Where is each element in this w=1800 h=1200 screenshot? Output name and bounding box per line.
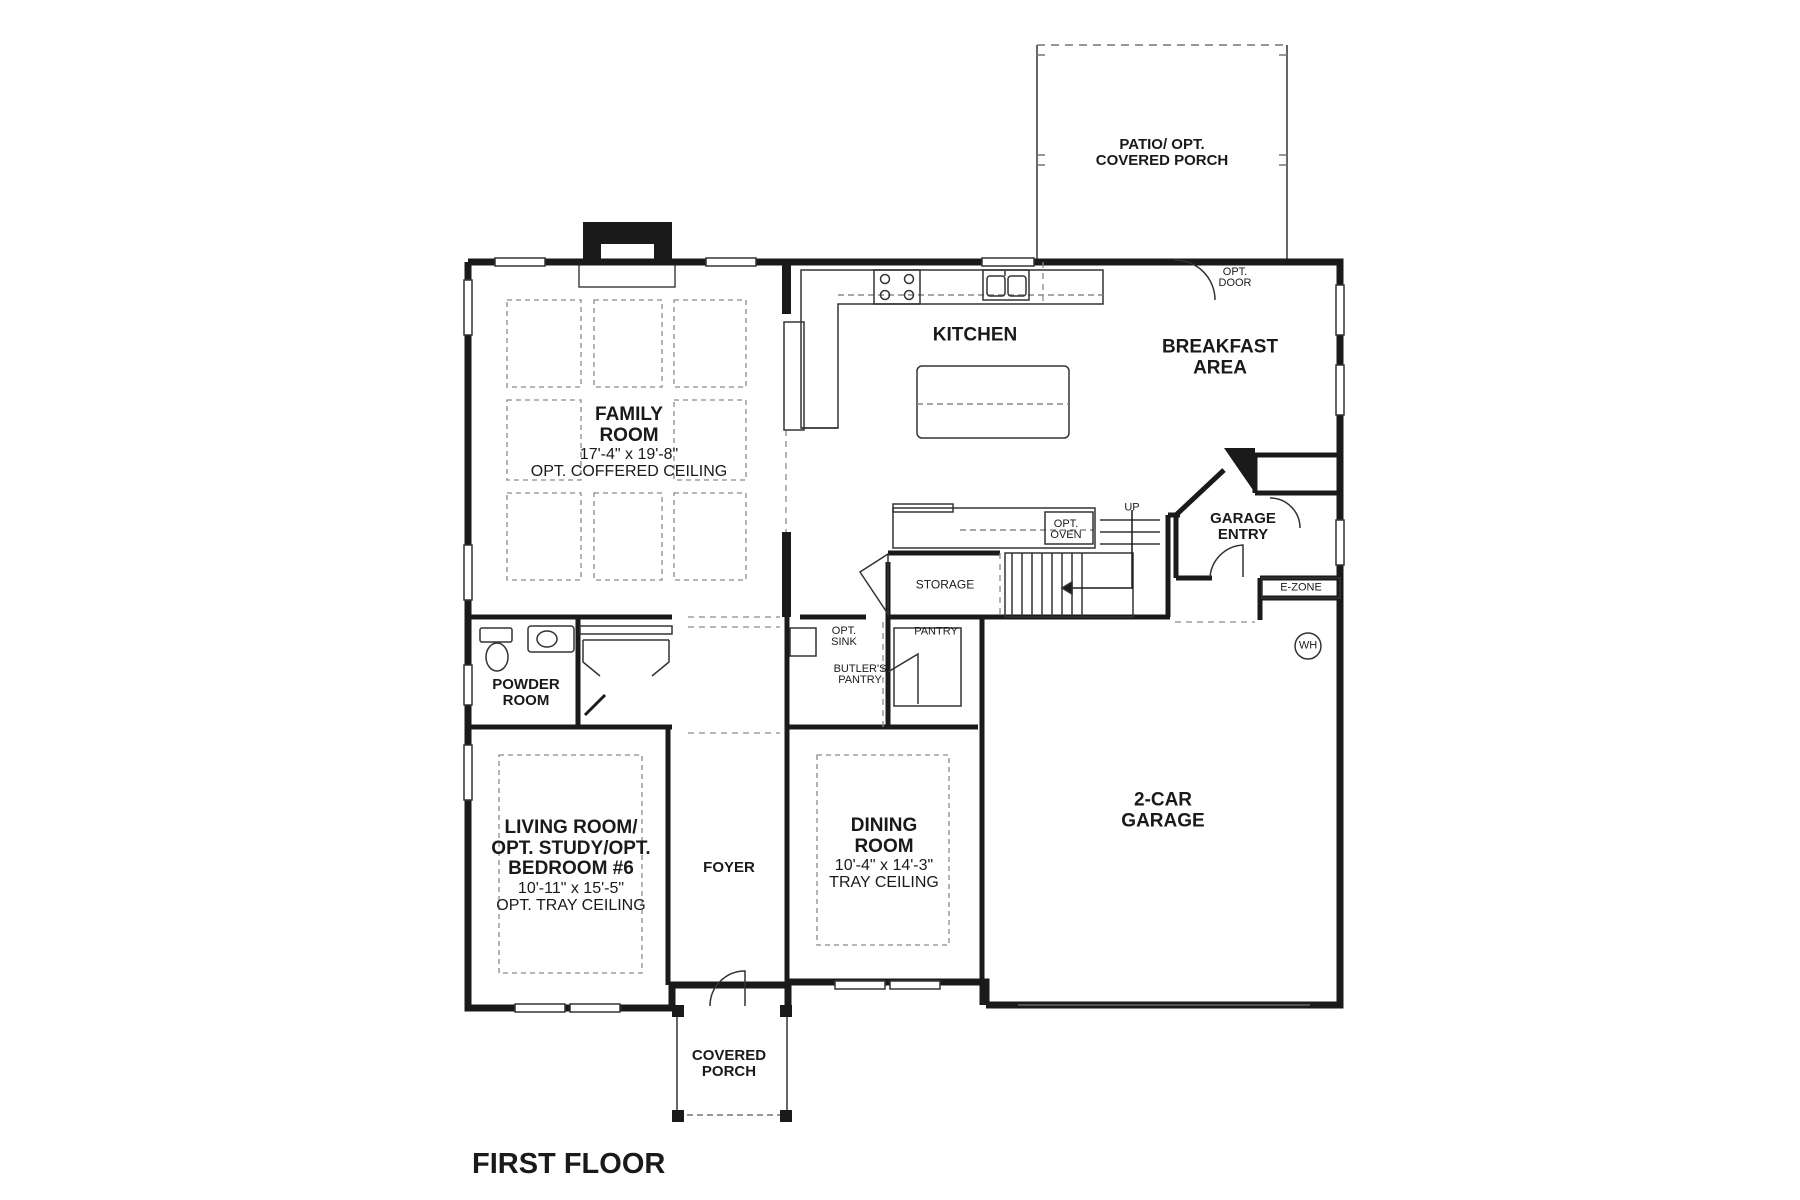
kitchen-counters bbox=[783, 269, 1104, 549]
storage-callout: STORAGE bbox=[915, 577, 975, 592]
opt-sink-callout: OPT. SINK bbox=[831, 626, 857, 648]
living-note: OPT. TRAY CEILING bbox=[496, 896, 646, 914]
garage-name-line1: 2-CAR bbox=[1133, 789, 1193, 811]
coffered-ceiling bbox=[506, 299, 747, 581]
storage-text: STORAGE bbox=[915, 577, 975, 592]
column-blocks bbox=[782, 262, 1255, 617]
powder-room-label: POWDER ROOM bbox=[492, 675, 560, 709]
family-note: OPT. COFFERED CEILING bbox=[530, 463, 728, 481]
patio-name-line1: PATIO/ OPT. bbox=[1119, 135, 1205, 153]
front-porch bbox=[676, 1008, 788, 1116]
garage-entry-line2: ENTRY bbox=[1217, 526, 1269, 543]
dining-room-label: DINING ROOM 10'-4" x 14'-3" TRAY CEILING bbox=[829, 816, 939, 892]
covered-porch-line2: PORCH bbox=[701, 1063, 757, 1080]
dining-note: TRAY CEILING bbox=[829, 874, 939, 892]
e-zone-box bbox=[1261, 577, 1341, 599]
garage-entry-line1: GARAGE bbox=[1210, 509, 1276, 527]
kitchen-sink-icon bbox=[982, 269, 1030, 301]
opt-oven-callout: OPT. OVEN bbox=[1050, 519, 1081, 541]
dining-name-line1: DINING bbox=[850, 815, 918, 837]
powder-name-line1: POWDER bbox=[492, 675, 560, 693]
breakfast-label: BREAKFAST AREA bbox=[1162, 337, 1278, 378]
water-heater-text: WH bbox=[1298, 639, 1318, 652]
living-room-label: LIVING ROOM/ OPT. STUDY/OPT. BEDROOM #6 … bbox=[491, 816, 651, 914]
covered-porch-line1: COVERED bbox=[691, 1046, 767, 1064]
windows bbox=[463, 257, 1345, 1013]
opt-oven-line1: OPT. bbox=[1053, 518, 1079, 530]
plan-title: FIRST FLOOR bbox=[472, 1148, 666, 1180]
staircase bbox=[1004, 510, 1160, 618]
foyer-name: FOYER bbox=[703, 858, 755, 876]
powder-name-line2: ROOM bbox=[502, 692, 550, 709]
butlers-pantry-line2: PANTRY bbox=[838, 674, 882, 686]
e-zone-text: E-ZONE bbox=[1280, 581, 1322, 594]
garage-label: 2-CAR GARAGE bbox=[1121, 790, 1204, 831]
opt-sink-line1: OPT. bbox=[831, 625, 857, 637]
garage-entry-label: GARAGE ENTRY bbox=[1210, 509, 1276, 543]
patio-label: PATIO/ OPT. COVERED PORCH bbox=[1095, 135, 1229, 169]
living-dimensions: 10'-11" x 15'-5" bbox=[517, 879, 625, 897]
dining-name-line2: ROOM bbox=[854, 835, 914, 857]
breakfast-name-line2: AREA bbox=[1193, 357, 1247, 378]
patio-name-line2: COVERED PORCH bbox=[1095, 152, 1229, 169]
powder-fixtures bbox=[479, 625, 673, 677]
water-heater-icon bbox=[1294, 632, 1322, 660]
butlers-pantry-line1: BUTLER'S bbox=[833, 663, 887, 675]
garage-name-line2: GARAGE bbox=[1121, 810, 1205, 831]
porch-columns bbox=[672, 1005, 792, 1122]
opt-door-line1: OPT. bbox=[1222, 266, 1248, 278]
e-zone-callout: E-ZONE bbox=[1280, 581, 1322, 594]
opt-door-callout: OPT. DOOR bbox=[1219, 267, 1252, 289]
living-name-line2: OPT. STUDY/OPT. bbox=[491, 837, 651, 859]
patio-outline bbox=[1036, 44, 1288, 262]
opt-oven-line2: OVEN bbox=[1050, 529, 1082, 541]
kitchen-label: KITCHEN bbox=[932, 324, 1018, 347]
dining-dimensions: 10'-4" x 14'-3" bbox=[834, 857, 934, 875]
pantry-shelves bbox=[789, 627, 962, 707]
living-name-line3: BEDROOM #6 bbox=[508, 857, 634, 879]
family-room-label: FAMILY ROOM 17'-4" x 19'-8" OPT. COFFERE… bbox=[531, 405, 727, 481]
family-name-line1: FAMILY bbox=[595, 404, 663, 426]
dashed-openings bbox=[688, 262, 1255, 734]
opt-sink-line2: SINK bbox=[831, 636, 857, 648]
pantry-callout: PANTRY bbox=[914, 625, 958, 638]
living-name-line1: LIVING ROOM/ bbox=[504, 816, 638, 838]
stairs-up-callout: UP bbox=[1124, 501, 1140, 514]
family-name-line2: ROOM bbox=[599, 424, 659, 446]
butlers-pantry-callout: BUTLER'S PANTRY bbox=[834, 664, 887, 686]
opt-door-line2: DOOR bbox=[1218, 277, 1252, 289]
covered-porch-label: COVERED PORCH bbox=[691, 1046, 767, 1080]
foyer-label: FOYER bbox=[703, 858, 755, 876]
pantry-text: PANTRY bbox=[914, 625, 958, 638]
cooktop-icon bbox=[873, 269, 921, 305]
door-swings bbox=[583, 259, 1301, 1007]
water-heater-callout: WH bbox=[1298, 639, 1318, 652]
family-dimensions: 17'-4" x 19'-8" bbox=[579, 446, 679, 464]
kitchen-name: KITCHEN bbox=[932, 324, 1018, 346]
fireplace-hearth bbox=[578, 261, 676, 288]
stairs-up-text: UP bbox=[1124, 501, 1140, 514]
breakfast-name-line1: BREAKFAST bbox=[1161, 336, 1279, 358]
living-tray-ceiling bbox=[498, 754, 643, 974]
fireplace-chimney bbox=[583, 222, 672, 262]
dining-tray-ceiling bbox=[816, 754, 950, 946]
